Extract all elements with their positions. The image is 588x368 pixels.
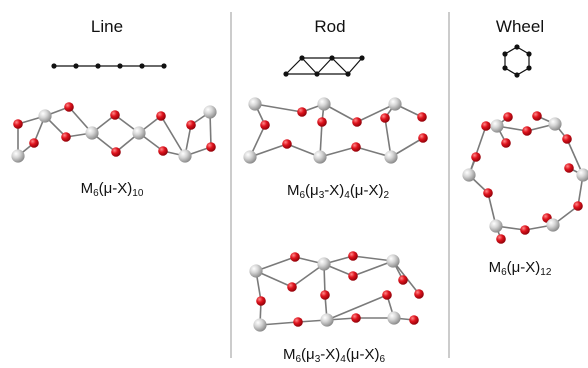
bridging-atom xyxy=(522,126,532,136)
metal-atom xyxy=(317,257,331,271)
bridging-atom xyxy=(501,138,511,148)
metal-atom xyxy=(132,126,146,140)
metal-atom xyxy=(249,264,263,278)
metal-atom xyxy=(490,119,504,133)
bridging-atom xyxy=(320,290,330,300)
metal-atom xyxy=(320,313,334,327)
bond xyxy=(468,125,487,176)
line-title: Line xyxy=(90,17,124,36)
bridging-atom xyxy=(317,117,327,127)
metal-atom xyxy=(11,149,25,163)
bridging-atom xyxy=(156,111,166,121)
metal-atom xyxy=(178,149,192,163)
metal-atom xyxy=(388,97,402,111)
ball-and-stick-structures xyxy=(11,97,588,332)
rod-title: Rod xyxy=(314,17,346,36)
bridging-atom xyxy=(110,110,120,120)
metal-atom xyxy=(386,254,400,268)
metal-atom xyxy=(462,168,476,182)
bridging-atom xyxy=(260,120,270,130)
bridging-atom xyxy=(481,121,491,131)
bridging-atom xyxy=(348,271,358,281)
bridging-atom xyxy=(503,112,513,122)
bridging-atom xyxy=(380,113,390,123)
bridging-atom xyxy=(417,112,427,122)
bridging-atom xyxy=(158,146,168,156)
bridging-atom xyxy=(573,201,583,211)
line-formula: M6(μ-X)10 xyxy=(80,180,144,199)
bond xyxy=(356,103,396,123)
metal-atom xyxy=(548,117,562,131)
metal-atom xyxy=(38,109,52,123)
metal-atom xyxy=(546,218,560,232)
metal-atom xyxy=(387,311,401,325)
metal-atom xyxy=(317,97,331,111)
bridging-atom xyxy=(111,147,121,157)
bridging-atom xyxy=(351,313,361,323)
bridging-atom xyxy=(297,107,307,117)
wheel-formula: M6(μ-X)12 xyxy=(488,259,552,278)
bridging-atom xyxy=(352,117,362,127)
bridging-atom xyxy=(532,111,542,121)
line-structure xyxy=(11,102,217,163)
bond xyxy=(326,294,388,321)
rod-formula-top: M6(μ3-X)4(μ-X)2 xyxy=(286,182,390,201)
bridging-atom xyxy=(418,133,428,143)
bridging-atom xyxy=(206,142,216,152)
bond xyxy=(352,255,394,262)
bridging-atom xyxy=(496,234,506,244)
bridging-atom xyxy=(562,134,572,144)
bridging-atom xyxy=(471,152,481,162)
bridging-atom xyxy=(382,290,392,300)
bridging-atom xyxy=(351,142,361,152)
metal-atom xyxy=(489,219,503,233)
metal-atom xyxy=(243,150,257,164)
metal-atom xyxy=(384,150,398,164)
bridging-atom xyxy=(409,315,419,325)
bridging-atom xyxy=(398,275,408,285)
bridging-atom xyxy=(287,282,297,292)
rod-schematic xyxy=(283,55,365,77)
bridging-atom xyxy=(256,296,266,306)
line-schematic xyxy=(51,63,167,69)
wheel-structure xyxy=(462,111,588,244)
wheel-schematic xyxy=(502,44,532,78)
bridging-atom xyxy=(290,252,300,262)
bridging-atom xyxy=(293,317,303,327)
bridging-atom xyxy=(564,163,574,173)
bridging-atom xyxy=(348,251,358,261)
bridging-atom xyxy=(61,132,71,142)
bond xyxy=(254,103,303,113)
bridging-atom xyxy=(13,119,23,129)
rod-structure-top xyxy=(243,97,428,164)
metal-atom xyxy=(313,150,327,164)
bond xyxy=(255,256,296,272)
rod-structure-bottom xyxy=(249,251,424,332)
wheel-title: Wheel xyxy=(495,17,545,36)
bond xyxy=(352,260,394,277)
metal-atom xyxy=(203,105,217,119)
bridging-atom xyxy=(282,139,292,149)
metal-atom xyxy=(576,168,588,182)
bridging-atom xyxy=(520,225,530,235)
bridging-atom xyxy=(186,120,196,130)
bridging-atom xyxy=(29,138,39,148)
bridging-atom xyxy=(64,102,74,112)
bond xyxy=(160,115,186,157)
metal-atom xyxy=(253,318,267,332)
rod-formula-bottom: M6(μ3-X)4(μ-X)6 xyxy=(282,346,386,365)
metal-atom xyxy=(85,126,99,140)
bridging-atom xyxy=(414,289,424,299)
metal-atom xyxy=(248,97,262,111)
bridging-atom xyxy=(483,188,493,198)
